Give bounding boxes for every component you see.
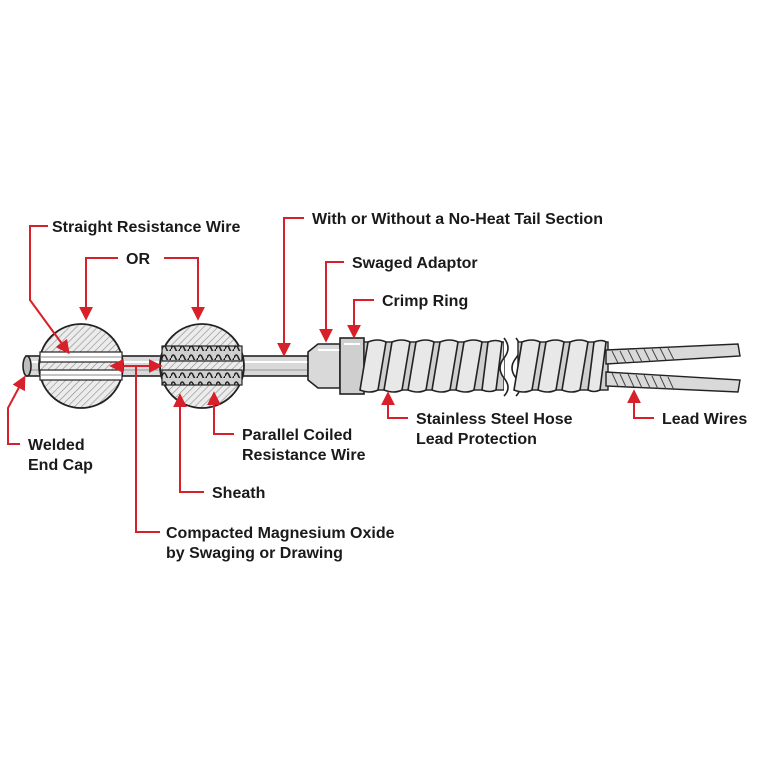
- leader-arrows: [7, 217, 654, 533]
- label-no-heat-tail: With or Without a No-Heat Tail Section: [312, 211, 603, 228]
- label-swaged-adaptor: Swaged Adaptor: [352, 255, 478, 272]
- lead-wires: [605, 343, 741, 393]
- label-welded-1: Welded: [28, 437, 85, 454]
- stainless-steel-hose: [359, 337, 609, 397]
- label-stainless-hose-2: Lead Protection: [416, 431, 537, 448]
- label-welded-2: End Cap: [28, 457, 93, 474]
- label-parallel-coiled-1: Parallel Coiled: [242, 427, 352, 444]
- welded-end-cap: [22, 355, 32, 377]
- label-parallel-coiled-2: Resistance Wire: [242, 447, 366, 464]
- swaged-adaptor: [307, 343, 341, 389]
- label-or: OR: [126, 251, 150, 268]
- labels: Straight Resistance Wire OR With or With…: [28, 211, 747, 562]
- label-mgo-2: by Swaging or Drawing: [166, 545, 343, 562]
- label-lead-wires: Lead Wires: [662, 411, 747, 428]
- label-sheath: Sheath: [212, 485, 265, 502]
- label-crimp-ring: Crimp Ring: [382, 293, 468, 310]
- label-mgo-1: Compacted Magnesium Oxide: [166, 525, 395, 542]
- cross-section-coiled-wire: [159, 323, 245, 409]
- cross-section-straight-wire: [38, 323, 124, 409]
- label-straight-resistance-wire: Straight Resistance Wire: [52, 219, 240, 236]
- label-stainless-hose-1: Stainless Steel Hose: [416, 411, 573, 428]
